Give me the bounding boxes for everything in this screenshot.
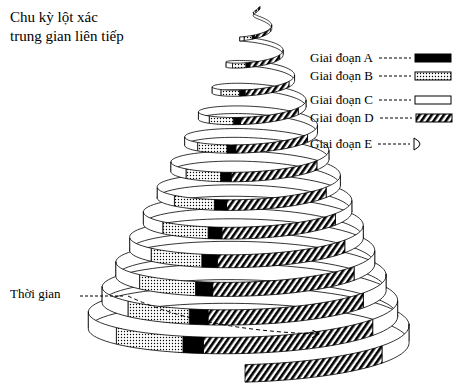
coil-band: [185, 129, 329, 160]
coil-band: [221, 90, 240, 97]
legend-dash: [379, 76, 411, 77]
coil-band: [245, 346, 382, 382]
coil-band: [250, 55, 280, 67]
legend-text: Giai đoạn E: [310, 136, 372, 152]
coil-band: [298, 100, 306, 115]
coil-band: [227, 145, 236, 153]
coil-band: [254, 10, 256, 15]
coil-band: [214, 200, 226, 211]
coil-band: [363, 274, 386, 308]
legend-row: Giai đoạn E: [310, 136, 454, 152]
coil-band: [373, 301, 398, 335]
coil-band: [221, 172, 232, 182]
legend-swatch: [416, 114, 452, 122]
coil-band: [236, 134, 308, 153]
coil-band: [280, 50, 283, 60]
coil-band: [128, 301, 189, 324]
coil-band: [222, 214, 336, 240]
coil-band: [233, 117, 240, 124]
coil-band: [232, 63, 245, 68]
coil-band: [174, 195, 214, 210]
coil-band: [245, 81, 289, 96]
coil-band: [289, 75, 295, 87]
coil-band: [189, 309, 208, 325]
coil-band: [345, 226, 364, 253]
coil-band: [326, 176, 340, 198]
coil-band: [213, 266, 354, 296]
coil-band: [259, 6, 260, 10]
coil-band: [88, 312, 116, 345]
legend-sample: [377, 51, 455, 65]
coil-band: [240, 108, 298, 125]
coil-band: [240, 90, 246, 96]
coil-band: [171, 151, 340, 186]
coil-band: [217, 240, 344, 268]
legend-dash: [380, 118, 412, 119]
legend-sample: [377, 93, 455, 107]
legend-sample: [377, 69, 455, 83]
coil-band: [246, 62, 250, 67]
legend-row: Giai đoạn B: [310, 68, 455, 84]
legend-sample: [378, 111, 456, 125]
coil-band: [335, 201, 351, 225]
coil-band: [317, 150, 329, 170]
coil-band: [198, 142, 227, 153]
diagram-title: Chu kỳ lột xác trung gian liên tiếp: [10, 8, 130, 46]
coil-band: [240, 37, 244, 41]
coil-band: [116, 328, 183, 353]
coil-band: [354, 251, 375, 280]
coil-band: [226, 62, 232, 68]
coil-band: [212, 83, 306, 107]
legend-dash: [378, 144, 410, 145]
coil-band: [140, 275, 196, 296]
coil-band: [253, 12, 271, 28]
coil-band: [208, 293, 363, 325]
coil-band: [163, 222, 208, 239]
coil-band: [157, 188, 174, 206]
coil-band: [208, 227, 222, 239]
coil-band: [143, 212, 162, 234]
coil-band: [183, 336, 203, 353]
coil-band: [198, 112, 209, 123]
coil-band: [244, 35, 252, 40]
legend-text: Giai đoạn B: [310, 68, 373, 84]
legend-swatch: [415, 96, 451, 104]
legend-swatch: [415, 54, 451, 62]
coil-band: [130, 238, 151, 261]
coil-band: [254, 28, 270, 38]
coil-band: [227, 187, 327, 210]
legend-text: Giai đoạn D: [310, 110, 374, 126]
coil-band: [196, 282, 213, 297]
legend-sample: [376, 137, 454, 151]
coil-band: [186, 169, 221, 182]
legend-swatch: [415, 72, 451, 80]
coil-band: [102, 287, 128, 317]
time-arrow: [128, 296, 318, 334]
coil-band: [231, 161, 317, 182]
coil-band: [151, 248, 202, 267]
coil-band: [171, 162, 186, 179]
coil-band: [203, 319, 372, 353]
legend-text: Giai đoạn C: [310, 92, 373, 108]
coil-band: [116, 262, 140, 289]
axis-label: Thời gian: [8, 286, 63, 302]
legend-dash: [379, 100, 411, 101]
leader-line: [80, 296, 124, 297]
legend-dash: [379, 58, 411, 59]
coil-band: [212, 87, 221, 96]
legend-row: Giai đoạn C: [310, 92, 455, 108]
legend-row: Giai đoạn D: [310, 110, 456, 126]
legend-text: Giai đoạn A: [310, 50, 373, 66]
legend-swatch: [414, 138, 420, 150]
coil-band: [185, 137, 198, 151]
coil-band: [382, 324, 409, 363]
coil-band: [202, 254, 217, 267]
coil-band: [209, 116, 233, 125]
legend-row: Giai đoạn A: [310, 50, 455, 66]
